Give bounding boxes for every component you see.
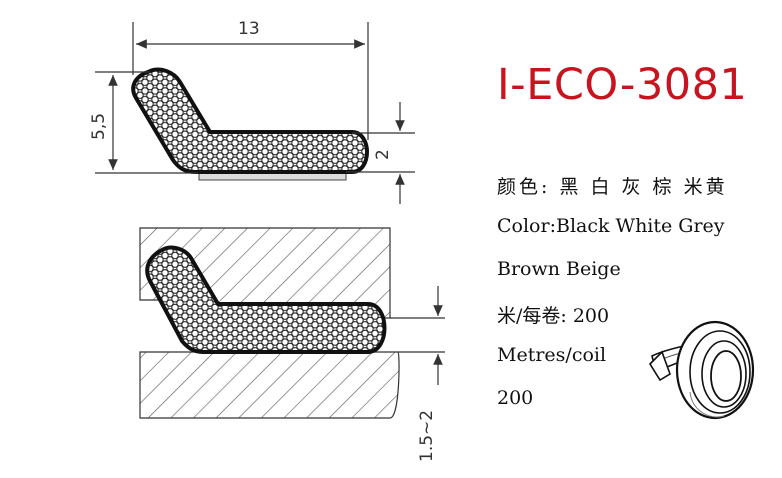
lower-frame	[139, 351, 400, 419]
foam-profile-compressed	[145, 245, 387, 354]
dimension-lines-section	[390, 286, 445, 385]
seal-coil-icon	[648, 320, 755, 420]
foam-profile	[131, 67, 369, 174]
dim-thickness-label: 2	[373, 149, 393, 160]
spec-length-cn: 米/每卷: 200	[497, 305, 610, 327]
model-title: I-ECO-3081	[497, 60, 748, 110]
spec-color-en-cont: Brown Beige	[497, 258, 621, 280]
spec-color-en: Color:Black White Grey	[497, 215, 725, 237]
top-profile	[131, 67, 369, 181]
dim-gap-label: 1.5~2	[417, 410, 437, 462]
dim-width-label: 13	[238, 19, 260, 39]
spec-color-cn: 颜色: 黑 白 灰 棕 米黄	[497, 176, 728, 198]
installed-section	[139, 227, 400, 419]
spec-length-en: Metres/coil	[497, 344, 607, 366]
spec-length-value: 200	[497, 387, 534, 409]
dim-height-label: 5,5	[89, 113, 109, 140]
dimension-lines-top	[95, 22, 415, 204]
